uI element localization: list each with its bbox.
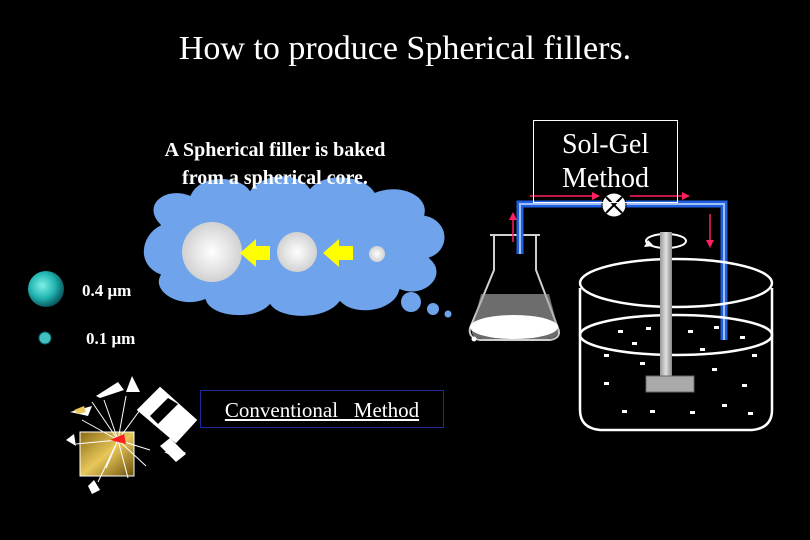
sphere-large-icon — [28, 271, 64, 307]
stirrer — [644, 232, 695, 393]
caption-line-1: A Spherical filler is baked — [164, 139, 386, 161]
conventional-method-label: Conventional Method — [224, 398, 420, 422]
sol-gel-line-1: Sol-Gel — [561, 129, 650, 160]
flow-arrows — [509, 192, 714, 248]
small-core — [369, 246, 385, 262]
flask-liquid — [470, 315, 558, 339]
thought-cloud — [142, 174, 446, 318]
caption: A Spherical filler is baked from a spher… — [130, 136, 420, 192]
caption-line-2: from a spherical core. — [182, 167, 368, 189]
medium-sphere — [277, 232, 317, 272]
sol-gel-line-2: Method — [561, 163, 650, 194]
size-label-small: 0.1 μm — [86, 329, 136, 348]
pipe — [516, 192, 728, 340]
large-sphere — [182, 222, 242, 282]
hammer-icon — [135, 385, 199, 462]
conventional-method-box: Conventional Method — [200, 390, 444, 428]
beaker — [578, 257, 774, 432]
sol-gel-method-box: Sol-Gel Method — [533, 120, 678, 203]
particles — [604, 326, 757, 415]
yellow-arrow-icon — [240, 239, 270, 267]
sol-gel-label: Sol-Gel Method — [534, 128, 677, 196]
yellow-arrow-icon — [323, 239, 353, 267]
sphere-small-icon — [38, 331, 52, 345]
flask — [468, 234, 560, 342]
thought-bubbles — [401, 292, 452, 318]
conventional-illustration — [66, 376, 199, 494]
size-label-large: 0.4 μm — [82, 281, 132, 300]
page-title: How to produce Spherical fillers. — [178, 30, 632, 67]
